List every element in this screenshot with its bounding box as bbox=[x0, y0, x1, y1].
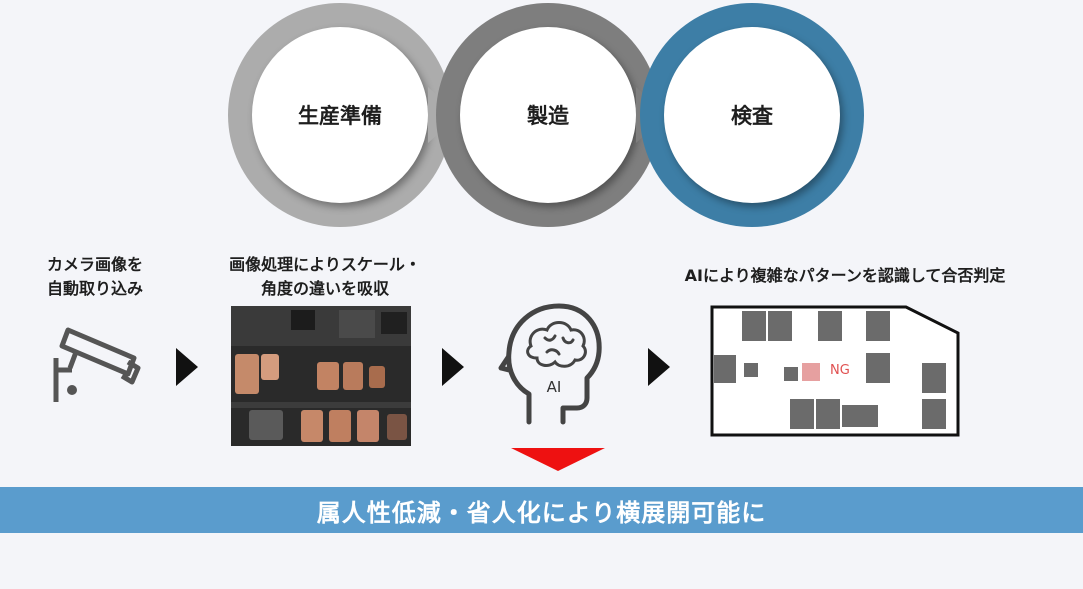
inspection-result-board: NG bbox=[710, 305, 960, 437]
result-down-arrow bbox=[511, 448, 605, 471]
stage-label-inspection: 検査 bbox=[664, 27, 840, 203]
camera-step-line-2: 自動取り込み bbox=[46, 279, 143, 298]
judgement-step-line-1: AIにより複雑なパターンを認識して合否判定 bbox=[684, 266, 1006, 285]
processing-step-label: 画像処理によりスケール・ 角度の違いを吸収 bbox=[205, 253, 445, 301]
flow-arrow-2 bbox=[442, 348, 464, 386]
camera-step-line-1: カメラ画像を bbox=[46, 255, 143, 274]
stage-ring-manufacturing: 製造 bbox=[436, 3, 660, 227]
result-banner: 属人性低減・省人化により横展開可能に bbox=[0, 487, 1083, 533]
stage-ring-preparation: 生産準備 bbox=[228, 3, 452, 227]
flow-arrow-3 bbox=[648, 348, 670, 386]
security-camera-icon bbox=[53, 327, 141, 402]
ai-brain-head-icon: AI bbox=[498, 303, 602, 425]
stage-label-preparation: 生産準備 bbox=[252, 27, 428, 203]
ai-label: AI bbox=[547, 378, 562, 396]
ng-label: NG bbox=[830, 363, 850, 378]
fuse-box-photo bbox=[231, 306, 411, 446]
ng-marker bbox=[802, 363, 820, 381]
result-banner-text: 属人性低減・省人化により横展開可能に bbox=[316, 498, 767, 527]
stage-label-manufacturing: 製造 bbox=[460, 27, 636, 203]
camera-step-label: カメラ画像を 自動取り込み bbox=[30, 253, 160, 301]
judgement-step-label: AIにより複雑なパターンを認識して合否判定 bbox=[630, 264, 1060, 288]
stage-ring-inspection: 検査 bbox=[640, 3, 864, 227]
processing-step-line-1: 画像処理によりスケール・ bbox=[229, 255, 421, 274]
flow-arrow-1 bbox=[176, 348, 198, 386]
processing-step-line-2: 角度の違いを吸収 bbox=[260, 279, 389, 298]
